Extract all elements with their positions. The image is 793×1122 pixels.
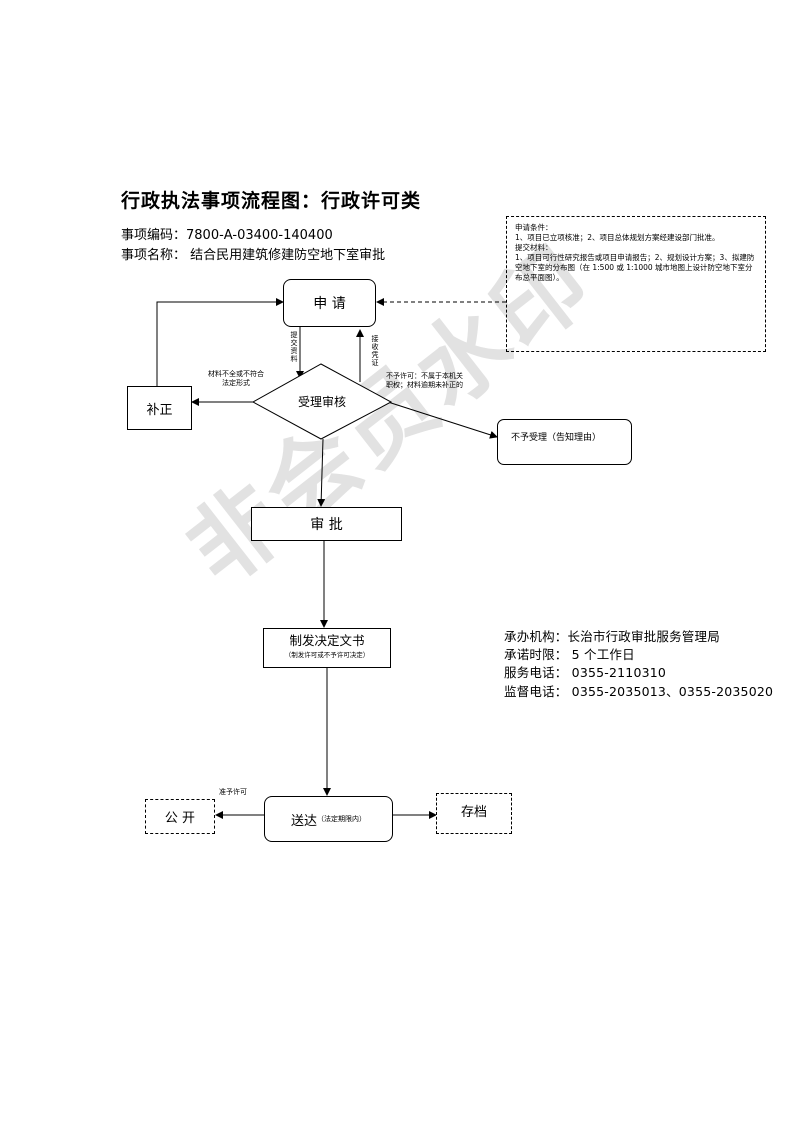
node-deliver-note: （法定期限内） — [317, 815, 366, 823]
info-agency: 承办机构：长治市行政审批服务管理局 — [504, 629, 720, 644]
node-publish-label: 公 开 — [164, 811, 196, 826]
conditions-text: 1、项目已立项核准；2、项目总体规划方案经建设部门批准。 — [515, 233, 720, 242]
page-title: 行政执法事项流程图：行政许可类 — [121, 190, 422, 212]
label-submit-materials: 提交资料 — [290, 331, 298, 363]
node-publish: 公 开 — [145, 799, 215, 834]
conditions-heading: 申请条件： — [515, 223, 553, 232]
info-supervise-phone: 监督电话： 0355-2035013、0355-2035020 — [504, 684, 774, 699]
edge-review-to-reject — [387, 401, 498, 439]
label-incomplete-line2: 法定形式 — [222, 379, 250, 387]
item-name: 事项名称： 结合民用建筑修建防空地下室审批 — [121, 248, 386, 263]
node-approve-label: 审 批 — [310, 517, 343, 533]
node-apply-label: 申 请 — [313, 296, 346, 312]
item-code: 事项编码：7800-A-03400-140400 — [121, 228, 333, 243]
node-archive: 存档 — [436, 793, 512, 834]
label-grant: 准予许可 — [219, 788, 247, 796]
node-reject-label: 不予受理（告知理由） — [511, 433, 602, 443]
edge-supplement-to-apply — [156, 298, 284, 386]
label-incomplete-line1: 材料不全或不符合 — [208, 370, 264, 378]
label-not-accept: 不予许可：不属于本机关 职权；材料逾期未补正的 — [386, 372, 463, 390]
label-not-accept-line1: 不予许可：不属于本机关 — [386, 372, 463, 380]
node-supplement-label: 补正 — [146, 402, 173, 418]
info-service-phone: 服务电话： 0355-2110310 — [504, 665, 667, 680]
label-incomplete: 材料不全或不符合 法定形式 — [198, 370, 274, 388]
info-time-limit: 承诺时限： 5 个工作日 — [504, 647, 635, 662]
node-decision-label: 制发决定文书 — [289, 633, 365, 648]
node-review-label: 受理审核 — [297, 395, 346, 409]
node-apply: 申 请 — [283, 279, 376, 327]
node-deliver: 送达（法定期限内） — [264, 796, 393, 842]
materials-text: 1、项目可行性研究报告或项目申请报告；2、规划设计方案；3、拟建防空地下室的分布… — [515, 253, 755, 282]
materials-heading: 提交材料： — [515, 243, 553, 252]
node-decision: 制发决定文书 （制发许可或不予许可决定） — [263, 628, 391, 668]
node-supplement: 补正 — [127, 386, 192, 430]
node-approve: 审 批 — [251, 507, 402, 541]
review-diamond — [251, 363, 393, 440]
label-receipt: 接收凭证 — [371, 335, 379, 367]
node-archive-label: 存档 — [460, 805, 487, 820]
conditions-box: 申请条件： 1、项目已立项核准；2、项目总体规划方案经建设部门批准。 提交材料：… — [506, 216, 766, 352]
node-reject: 不予受理（告知理由） — [497, 419, 632, 465]
node-deliver-label: 送达 — [290, 813, 317, 829]
node-decision-note: （制发许可或不予许可决定） — [284, 651, 370, 659]
label-not-accept-line2: 职权；材料逾期未补正的 — [386, 381, 463, 389]
edge-review-to-approve — [317, 438, 326, 507]
